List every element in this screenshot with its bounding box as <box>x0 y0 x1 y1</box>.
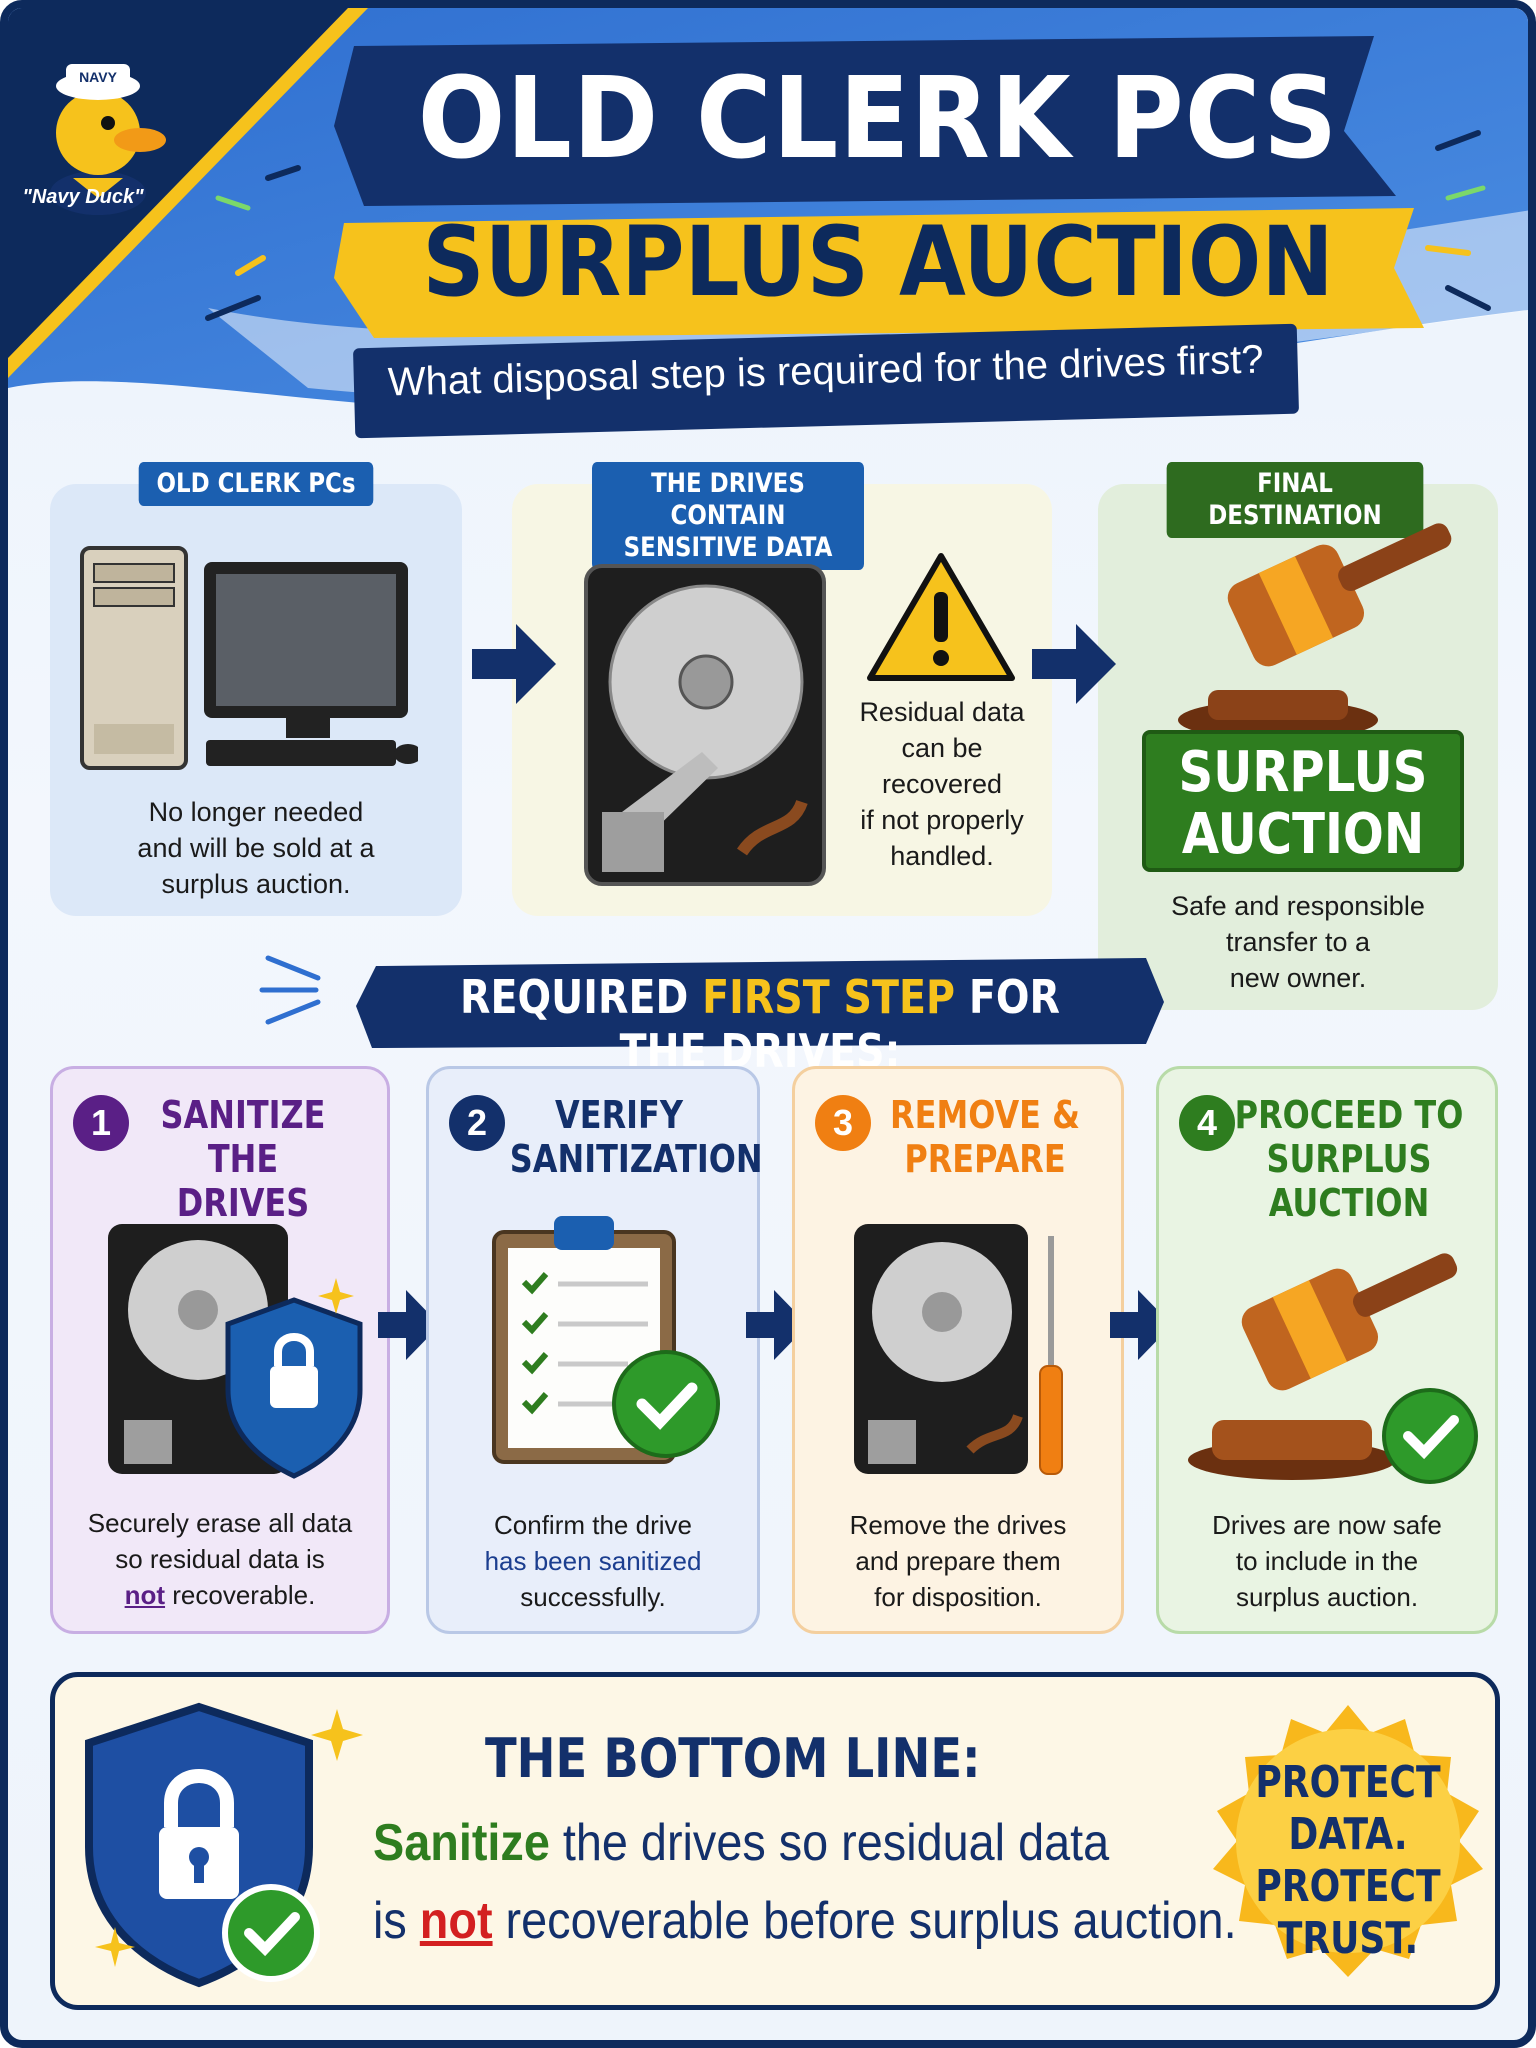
step-title: REMOVE &PREPARE <box>890 1093 1080 1181</box>
checkmark-icon <box>222 1884 320 1982</box>
arrow-right-icon <box>746 1290 808 1360</box>
checkmark-icon <box>1382 1388 1478 1484</box>
checkmark-icon <box>612 1350 720 1458</box>
overview-label-destination: FINAL DESTINATION <box>1166 462 1424 538</box>
step-number: 3 <box>815 1095 871 1151</box>
arrow-right-icon <box>1032 624 1116 704</box>
gavel-icon <box>1178 523 1452 740</box>
step-number: 1 <box>73 1095 129 1151</box>
step-number: 4 <box>1179 1095 1235 1151</box>
burst-lines <box>259 955 321 1025</box>
duck-mascot-icon: NAVY <box>50 64 166 215</box>
hard-drive-icon <box>854 1224 1028 1474</box>
sparkle-icon <box>311 1709 363 1761</box>
bottom-line-text-2: is not recoverable before surplus auctio… <box>373 1892 1237 1950</box>
subtitle-banner <box>334 208 1424 338</box>
bottom-line-panel: THE BOTTOM LINE: Sanitize the drives so … <box>50 1672 1500 2010</box>
title-banner <box>334 36 1396 206</box>
hard-drive-icon <box>584 564 826 886</box>
screwdriver-icon <box>1039 1236 1063 1475</box>
overview-label-pcs: OLD CLERK PCs <box>138 462 374 506</box>
required-first-step-heading: REQUIRED FIRST STEP FOR THE DRIVES: <box>460 970 1060 1078</box>
title-line-1: OLD CLERK PCS <box>417 54 1339 184</box>
bottom-line-title: THE BOTTOM LINE: <box>485 1727 981 1790</box>
shield-lock-icon <box>108 1224 363 1479</box>
warning-icon <box>867 553 1015 681</box>
required-banner <box>356 958 1164 1048</box>
arrow-right-icon <box>378 1290 440 1360</box>
protect-seal <box>1213 1705 1483 1977</box>
title-line-2: SURPLUS AUCTION <box>422 206 1334 318</box>
sparkle-icon <box>95 1927 135 1967</box>
mascot-label: "Navy Duck" <box>22 186 144 208</box>
mascot-cap-text: NAVY <box>79 69 118 85</box>
gavel-icon <box>1188 1253 1478 1484</box>
surplus-auction-badge: SURPLUS AUCTION <box>1142 730 1464 872</box>
arrow-right-icon <box>1110 1290 1172 1360</box>
clipboard-checklist-icon <box>492 1216 720 1464</box>
bottom-line-text-1: Sanitize the drives so residual data <box>373 1814 1110 1872</box>
shield-lock-icon <box>85 1702 363 1988</box>
step-number: 2 <box>449 1095 505 1151</box>
sparkle-icon <box>318 1278 354 1314</box>
desktop-computer-icon <box>80 546 418 770</box>
arrow-right-icon <box>472 624 556 704</box>
